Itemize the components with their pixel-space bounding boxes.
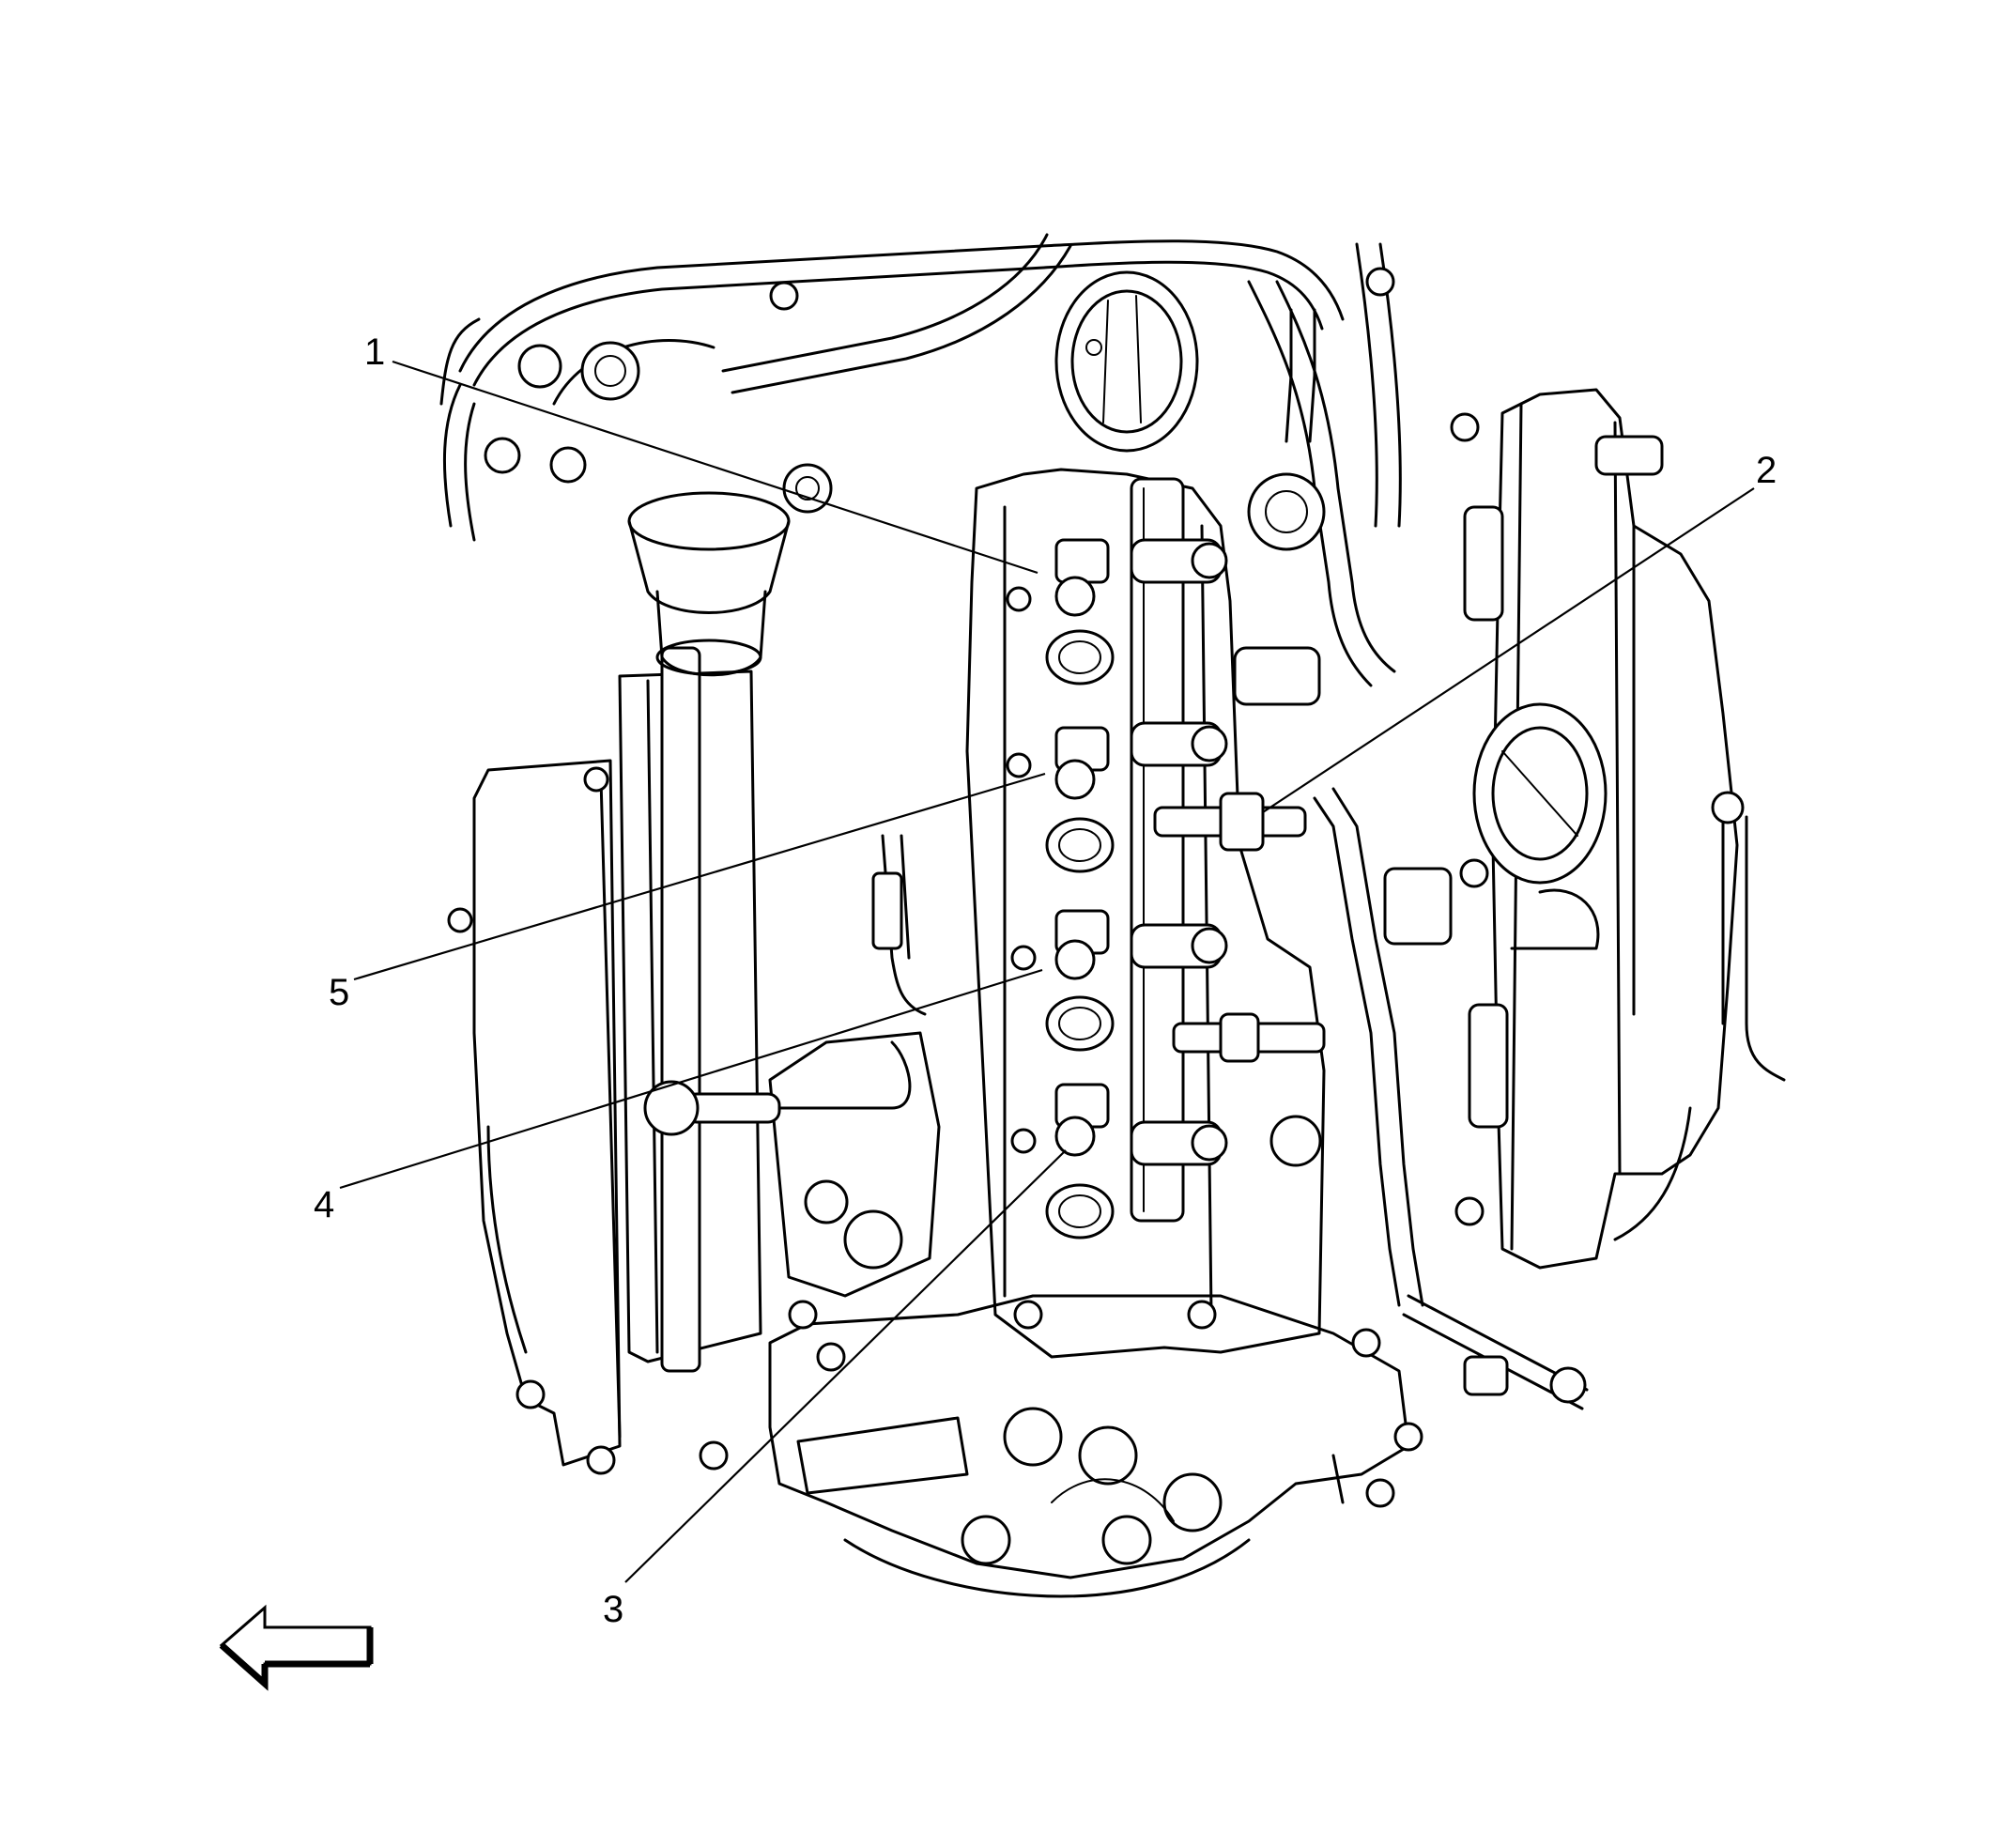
leader-line-3 [624,1149,1067,1583]
leader-line-4 [339,968,1043,1190]
leader-line-1 [392,360,1038,575]
callout-3: 3 [603,1589,623,1630]
callout-4: 4 [314,1184,334,1225]
left-arrow-icon [219,1604,374,1691]
callout-1: 1 [364,331,385,373]
callout-labels: 1 2 3 4 5 [314,331,1777,1630]
leader-line-2 [1262,487,1755,813]
callout-2: 2 [1756,450,1777,491]
callout-leaders [339,360,1755,1583]
callout-5: 5 [329,972,349,1013]
engine-illustration [439,233,1786,1598]
leader-line-5 [353,772,1046,981]
